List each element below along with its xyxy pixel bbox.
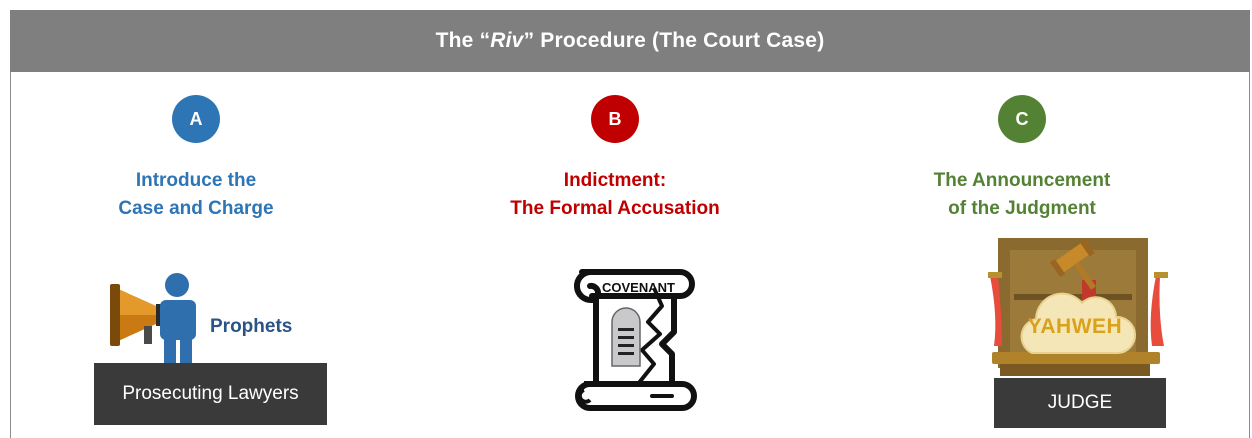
prophets-label: Prophets bbox=[210, 316, 293, 337]
step-b: B Indictment: The Formal Accusation bbox=[465, 95, 765, 223]
yahweh-label: YAHWEH bbox=[1027, 315, 1123, 338]
step-c-title-line1: The Announcement bbox=[933, 170, 1111, 191]
title-italic: Riv bbox=[490, 29, 524, 52]
step-b-title: Indictment: The Formal Accusation bbox=[465, 167, 765, 223]
step-a-badge: A bbox=[172, 95, 220, 143]
person-icon bbox=[160, 273, 196, 366]
gavel-icon bbox=[1049, 240, 1096, 290]
title-suffix: ” Procedure (The Court Case) bbox=[523, 29, 825, 52]
cloud-icon bbox=[1020, 292, 1137, 354]
step-c-title: The Announcement of the Judgment bbox=[872, 167, 1172, 223]
judge-label: JUDGE bbox=[994, 378, 1166, 428]
step-a-title-line2: Case and Charge bbox=[118, 198, 274, 219]
scroll-text: COVENANT bbox=[602, 280, 675, 295]
step-c: C The Announcement of the Judgment bbox=[872, 95, 1172, 223]
step-c-badge: C bbox=[998, 95, 1046, 143]
step-b-badge: B bbox=[591, 95, 639, 143]
prosecuting-lawyers-label: Prosecuting Lawyers bbox=[94, 363, 327, 425]
step-a: A Introduce the Case and Charge bbox=[46, 95, 346, 223]
page-title: The “Riv” Procedure (The Court Case) bbox=[10, 10, 1250, 72]
step-c-title-line2: of the Judgment bbox=[948, 198, 1096, 219]
step-b-title-line1: Indictment: bbox=[563, 170, 667, 191]
title-prefix: The “ bbox=[435, 29, 491, 52]
step-a-title-line1: Introduce the bbox=[135, 170, 257, 191]
step-b-title-line2: The Formal Accusation bbox=[510, 198, 720, 219]
step-a-title: Introduce the Case and Charge bbox=[46, 167, 346, 223]
scroll-icon: COVENANT bbox=[573, 269, 697, 411]
